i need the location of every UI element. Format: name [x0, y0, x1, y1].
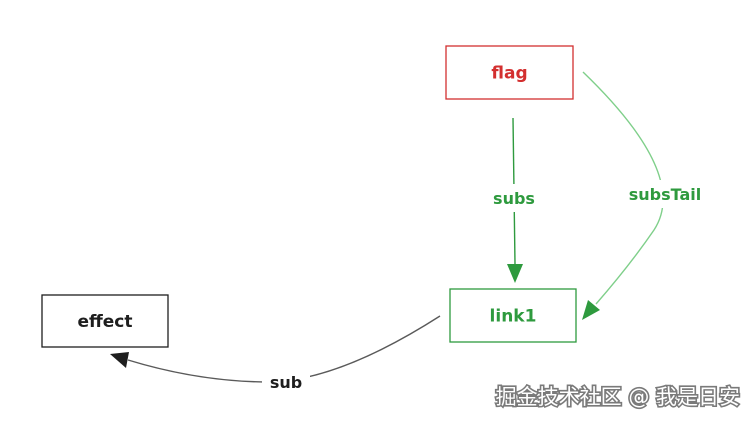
node-effect[interactable]: effect	[41, 294, 169, 348]
edge-subsTail-arrowhead	[582, 300, 600, 320]
node-link1-box	[449, 288, 577, 343]
node-flag-label: flag	[491, 64, 527, 84]
edge-subsTail-line	[582, 71, 664, 305]
edge-subs-label: subs	[493, 189, 535, 208]
node-link1-label: link1	[490, 307, 537, 327]
node-flag-box	[445, 45, 574, 100]
node-link1[interactable]: link1	[449, 288, 577, 343]
watermark: 掘金技术社区 @ 我是日安	[496, 385, 740, 409]
edge-subsTail[interactable]: subsTail	[582, 71, 712, 320]
node-flag[interactable]: flag	[445, 45, 574, 100]
edge-subs[interactable]: subs	[488, 117, 540, 283]
edge-sub-arrowhead	[110, 352, 129, 368]
edge-subs-arrowhead	[507, 264, 523, 283]
edge-subs-label-bg	[488, 184, 540, 212]
edge-sub[interactable]: sub	[110, 315, 441, 395]
edge-sub-label: sub	[270, 373, 302, 392]
node-effect-box	[41, 294, 169, 348]
edge-subsTail-label: subsTail	[629, 185, 702, 204]
node-effect-label: effect	[77, 312, 132, 332]
edge-subsTail-label-bg	[620, 180, 712, 208]
edge-sub-label-bg	[262, 369, 310, 395]
